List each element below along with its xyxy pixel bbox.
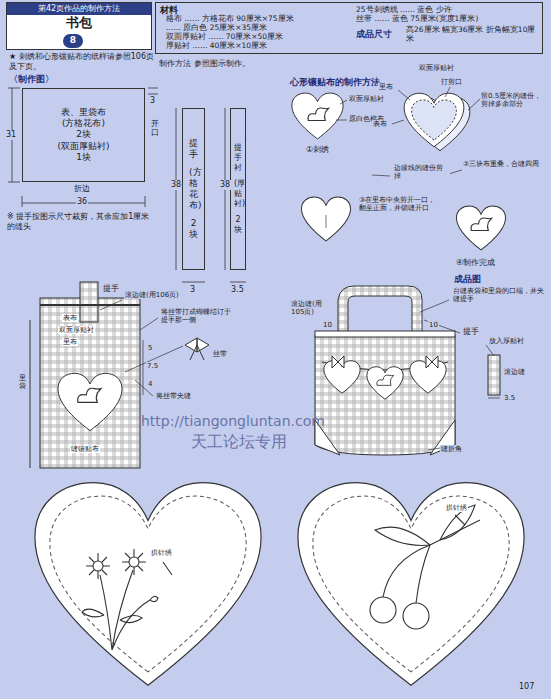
note-label: 格布 …… 方格花布 90厘米×75厘米	[165, 14, 295, 23]
node-text: 第42页作品的制作方法	[7, 3, 151, 15]
handle-piece: 提手 (方格花布) 2块	[182, 108, 205, 270]
node-text: 2块	[189, 218, 198, 241]
note-label: 〈制作图〉	[8, 74, 55, 84]
note-label: ★ 刺绣和心形镶贴布的纸样请参照106页及下页。	[8, 52, 155, 71]
title-tab: 第42页作品的制作方法书包 8	[6, 2, 152, 50]
note-label: 留0.5厘米的缝份，剪掉多余部分	[480, 92, 544, 109]
dimension: 36	[76, 197, 88, 207]
dimension: 3	[189, 285, 196, 295]
note-label: 将丝带打成蝴蝶结订于提手那一侧	[160, 308, 234, 325]
note-label: 里袋	[18, 375, 27, 390]
note-label: 表布	[62, 314, 78, 322]
watermark: http://tiangongluntan.com	[140, 413, 326, 430]
dimension: 3.5	[503, 394, 516, 402]
note-label: 滚边缝	[503, 368, 526, 376]
dimension: 10	[322, 321, 333, 329]
node-text: 1块	[76, 152, 91, 163]
node-text: (厚贴衬)	[234, 179, 242, 209]
pattern-piece: 表、里袋布(方格花布)2块(双面厚贴衬)1块	[22, 88, 145, 182]
note-label: 里布	[378, 83, 394, 91]
note-label: 提手	[462, 327, 480, 337]
dimension: 107	[518, 682, 535, 692]
handle-lining-piece: 提手衬 (厚贴衬) 2块	[230, 108, 246, 270]
node-text: (方格花布)	[62, 118, 105, 129]
note-label: 开口	[150, 120, 160, 138]
node-text: 8	[70, 35, 76, 46]
node-text: 提手衬	[234, 143, 242, 173]
diagram-title: 心形镶贴布的制作方法	[290, 77, 380, 88]
node-text: 表、里袋布	[61, 107, 106, 118]
dimension: 31	[5, 130, 17, 140]
dimension: 38	[219, 180, 231, 190]
node-text: (方格花布)	[189, 167, 198, 212]
note-label: 滚边缝(用106页)	[124, 291, 180, 299]
note-label: ①刺绣	[305, 145, 330, 155]
node-text: 书包	[66, 15, 92, 31]
note-label: 打剪口	[440, 78, 463, 86]
note-label: ②三块布重叠，合缝四周	[462, 160, 540, 168]
note-label: 丝带	[212, 350, 228, 358]
note-label: 双面厚贴衬	[418, 64, 455, 72]
note-label: ※ 提手按图示尺寸裁剪，其余应加1厘米的缝头	[6, 212, 158, 231]
note-label: 成品图	[453, 274, 482, 285]
note-label: 双面厚贴衬	[58, 326, 95, 334]
note-label: 提手	[102, 284, 120, 293]
node-text: (双面厚贴衬)	[57, 141, 109, 152]
node-text: 2块	[76, 129, 91, 140]
note-label: 表布	[372, 120, 388, 128]
watermark: 天工论坛专用	[190, 432, 288, 451]
note-label: 缝折角	[440, 445, 463, 453]
note-label: 缝镶贴布	[70, 445, 100, 453]
node-text: 提手	[189, 138, 198, 161]
dimension: 3	[149, 96, 156, 106]
note-label: 拱针绣	[445, 504, 468, 512]
dimension: 38	[170, 180, 182, 190]
note-label: 双面厚贴衬	[348, 95, 385, 103]
note-label: 边缘线的缝份剪掉	[393, 164, 450, 181]
note-label: 成品尺寸	[355, 29, 393, 39]
dimension: 3.5	[230, 285, 245, 295]
note-label: 里布	[62, 338, 78, 346]
note-label: 折边	[73, 184, 91, 194]
dimension: 4	[147, 380, 153, 388]
note-label: 制作方法 参照图示制作。	[158, 59, 251, 69]
note-label: 高26厘米 幅宽36厘米 折角幅宽10厘米	[405, 25, 539, 43]
dimension: 10	[428, 321, 439, 329]
dimension: 7.5	[146, 362, 159, 370]
note-label: 台缝表袋和里袋的口端，并夹缝提手	[452, 287, 550, 304]
note-label: 双面厚贴衬 …… 70厘米×50厘米	[165, 32, 284, 41]
note-label: 滚边缝(用105页)	[290, 300, 336, 317]
dimension: 5	[147, 344, 153, 352]
note-label: 丝带 …… 蓝色 75厘米(宽度1厘米)	[355, 14, 479, 23]
note-label: 厚贴衬 …… 40厘米×10厘米	[165, 41, 268, 50]
piece-badge: 8	[63, 34, 83, 48]
note-label: ④制作完成	[455, 258, 496, 268]
node-text: 2块	[234, 215, 242, 235]
note-label: ③在里布中央剪开一口，翻至正面，并锁缝开口	[358, 196, 442, 213]
note-label: 放入厚贴衬	[488, 337, 525, 345]
note-label: 25号刺绣线 …… 蓝色 少许	[355, 5, 453, 14]
note-label: …… 原白色 25厘米×35厘米	[165, 23, 268, 32]
note-label: 拱针绣	[150, 549, 173, 557]
note-label: 将丝带夹缝	[155, 392, 192, 400]
